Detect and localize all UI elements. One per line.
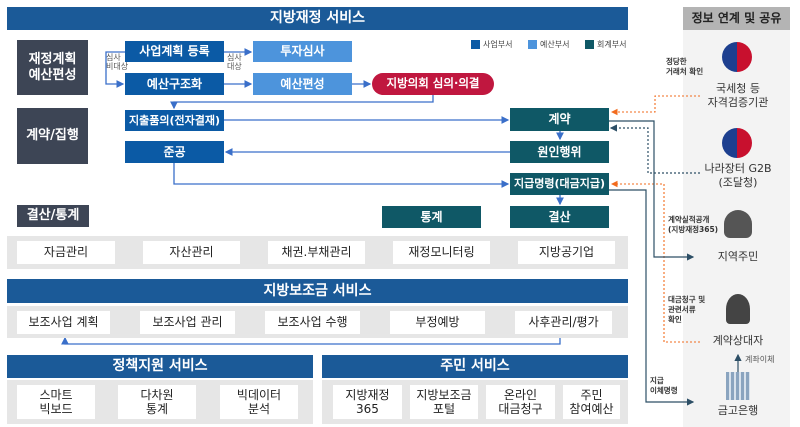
obligation-box: 원인행위 <box>510 141 609 163</box>
entity-g2b: 나라장터 G2B (조달청) <box>704 162 772 190</box>
bank-building-icon <box>726 372 750 400</box>
phase-planning: 재정계획 예산편성 <box>17 40 88 95</box>
investment-review-box: 투자심사 <box>253 41 352 62</box>
mgmt-item[interactable]: 지방공기업 <box>518 241 615 264</box>
label-reviewed: 심사 대상 <box>227 53 242 72</box>
note-transfer-order: 지급 이체명령 <box>650 376 678 395</box>
council-approval-box: 지방의회 심의·의결 <box>372 73 494 95</box>
mgmt-item[interactable]: 자산관리 <box>143 241 240 264</box>
main-title-bar: 지방재정 서비스 <box>7 7 628 30</box>
legend-budget: 예산부서 <box>528 39 569 50</box>
legend-accounting: 회계부서 <box>585 39 626 50</box>
subsidy-step[interactable]: 사후관리/평가 <box>515 311 612 334</box>
entity-contractor: 계약상대자 <box>712 334 764 347</box>
subsidy-step[interactable]: 보조사업 관리 <box>140 311 235 334</box>
entity-tax-agency: 국세청 등 자격검증기관 <box>707 82 769 110</box>
mgmt-item[interactable]: 재정모니터링 <box>393 241 490 264</box>
legend-business: 사업부서 <box>471 39 512 50</box>
contractor-icon <box>726 294 750 324</box>
resident-item[interactable]: 주민 참여예산 <box>563 385 620 419</box>
subsidy-step[interactable]: 보조사업 수행 <box>265 311 360 334</box>
settlement-box: 결산 <box>510 206 609 228</box>
note-vendor-verify: 정당한 거래처 확인 <box>666 57 704 76</box>
budget-structure-box: 예산구조화 <box>125 73 224 95</box>
resident-title-bar: 주민 서비스 <box>322 355 628 378</box>
note-contract-disclosure: 계약실적공개 (지방재정365) <box>668 215 719 234</box>
tax-agency-icon <box>722 42 752 72</box>
phase-closing: 결산/통계 <box>17 205 89 227</box>
subsidy-step[interactable]: 부정예방 <box>390 311 485 334</box>
contract-box: 계약 <box>510 108 609 131</box>
subsidy-title-bar: 지방보조금 서비스 <box>7 279 628 303</box>
entity-bank: 금고은행 <box>717 404 759 417</box>
policy-item[interactable]: 스마트 빅보드 <box>17 385 95 419</box>
policy-item[interactable]: 다차원 통계 <box>118 385 196 419</box>
residents-icon <box>724 210 752 238</box>
expense-request-box: 지출품의(전자결재) <box>125 110 224 131</box>
note-account-transfer: 계좌이체 <box>745 355 775 364</box>
payment-order-box: 지급명령(대금지급) <box>510 173 609 195</box>
mgmt-item[interactable]: 채권.부채관리 <box>268 241 365 264</box>
budget-compile-box: 예산편성 <box>253 73 352 95</box>
policy-item[interactable]: 빅데이터 분석 <box>220 385 298 419</box>
mgmt-item[interactable]: 자금관리 <box>17 241 115 264</box>
statistics-box: 통계 <box>382 206 481 228</box>
entity-residents: 지역주민 <box>717 250 759 263</box>
resident-item[interactable]: 지방재정 365 <box>333 385 402 419</box>
policy-title-bar: 정책지원 서비스 <box>7 355 313 378</box>
business-plan-box: 사업계획 등록 <box>125 41 224 62</box>
sharing-panel-title: 정보 연계 및 공유 <box>683 7 790 30</box>
label-not-reviewed: 심사 비대상 <box>106 53 129 72</box>
note-payment-claim: 대금청구 및 관련서류 확인 <box>668 295 706 324</box>
resident-item[interactable]: 온라인 대금청구 <box>486 385 555 419</box>
subsidy-step[interactable]: 보조사업 계획 <box>17 311 110 334</box>
completion-box: 준공 <box>125 141 224 163</box>
g2b-logo-icon <box>722 128 752 158</box>
phase-execution: 계약/집행 <box>17 108 88 164</box>
resident-item[interactable]: 지방보조금 포털 <box>410 385 478 419</box>
